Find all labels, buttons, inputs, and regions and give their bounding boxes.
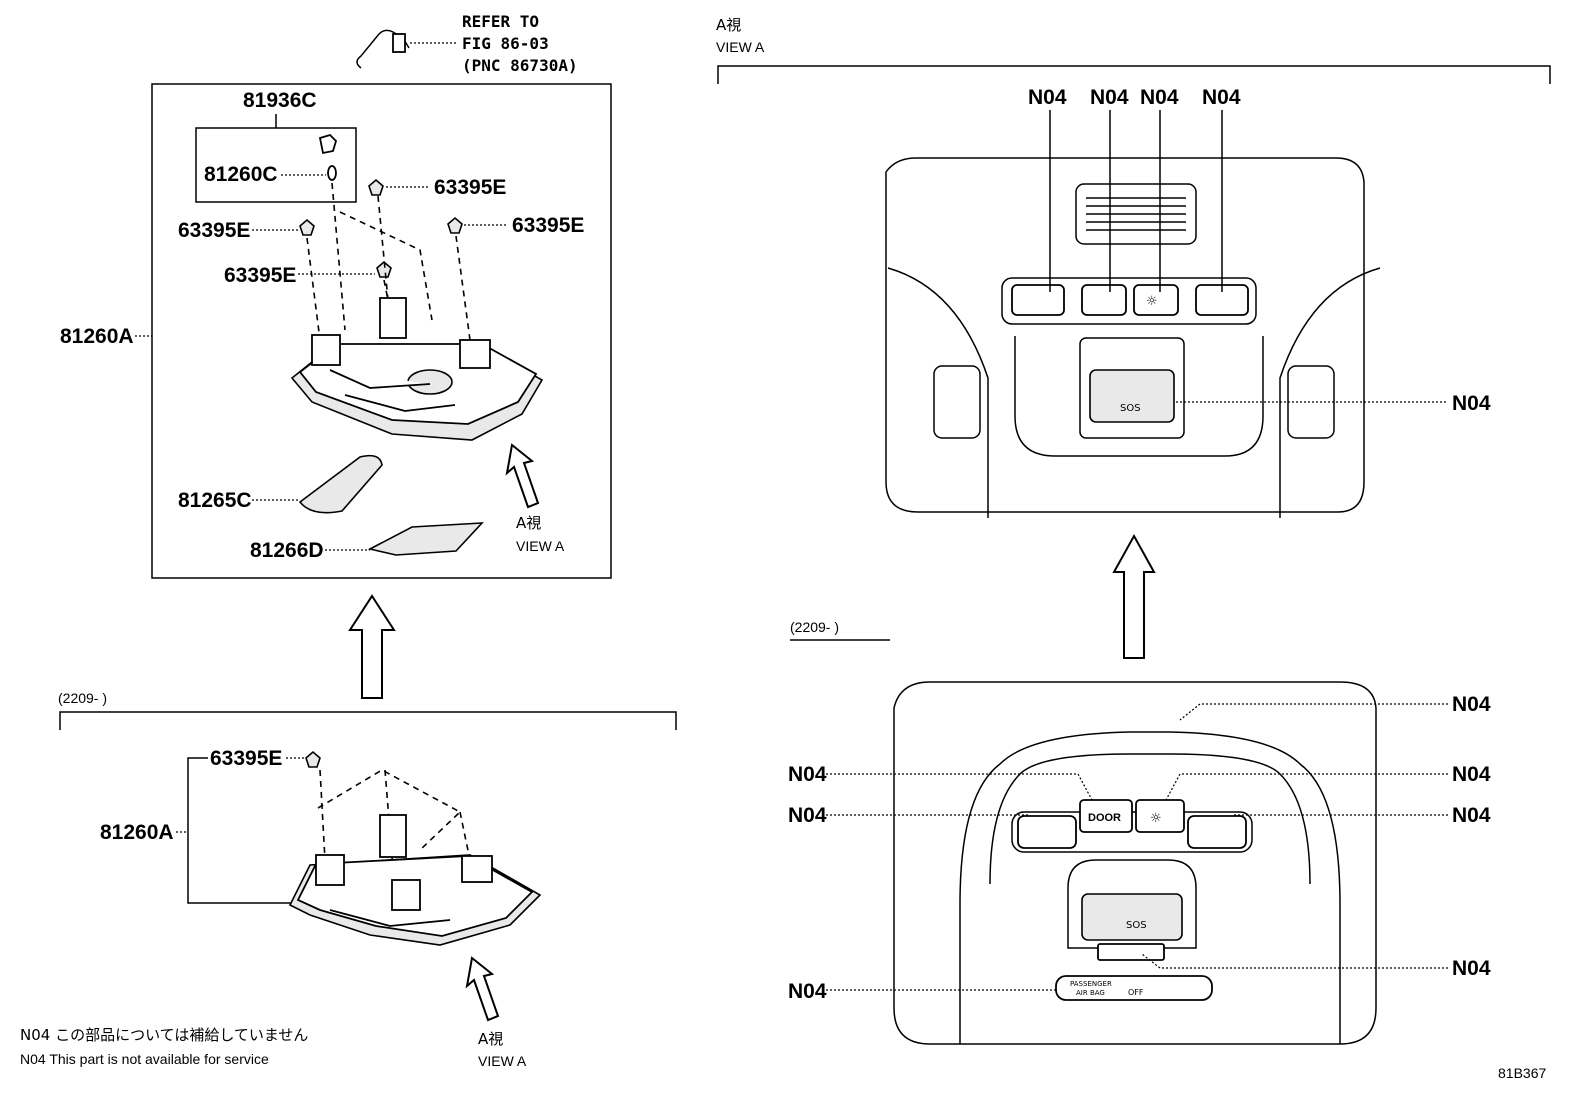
view-a-en-bottom: VIEW A bbox=[478, 1053, 527, 1069]
console-front-view-top: ☼ SOS bbox=[885, 157, 1381, 518]
refer-to-line1: REFER TO bbox=[462, 12, 539, 31]
lens-81265C bbox=[298, 454, 383, 514]
refer-to-callout: REFER TO FIG 86-03 (PNC 86730A) bbox=[356, 12, 578, 75]
room-light-button-top bbox=[1133, 284, 1179, 316]
door-button-top bbox=[1081, 284, 1127, 316]
n04-label-top-1: N04 bbox=[1028, 86, 1067, 109]
view-a-en: VIEW A bbox=[516, 538, 565, 554]
room-light-button-bottom bbox=[1135, 799, 1185, 833]
airbag-line2: AIR BAG bbox=[1076, 989, 1105, 997]
n04-label-top-2: N04 bbox=[1090, 86, 1129, 109]
part-label-63395E-d: 63395E bbox=[224, 264, 296, 287]
map-light-button-right-bottom bbox=[1187, 815, 1247, 849]
airbag-indicator bbox=[1055, 975, 1213, 1001]
airbag-line1: PASSENGER bbox=[1070, 980, 1112, 988]
view-a-jp: A視 bbox=[516, 514, 541, 532]
view-a-jp-bottom: A視 bbox=[478, 1030, 503, 1048]
map-light-button-left bbox=[1011, 284, 1065, 316]
part-label-63395E-e: 63395E bbox=[210, 747, 282, 770]
lens-81266D bbox=[367, 522, 484, 556]
clip-icon bbox=[368, 178, 384, 196]
n04-label-b2: N04 bbox=[788, 763, 827, 786]
exploded-assembly-box: 81936C 81260C 63395E 63395E 63395E 63395… bbox=[60, 83, 612, 579]
part-label-63395E-b: 63395E bbox=[178, 219, 250, 242]
footnote-en: N04 This part is not available for servi… bbox=[20, 1051, 269, 1067]
connector-icon bbox=[392, 33, 406, 53]
door-button-bottom bbox=[1079, 799, 1133, 833]
up-arrow-left bbox=[348, 594, 396, 699]
bottom-left-assembly: (2209- ) 63395E 81260A A視 VIEW A bbox=[58, 690, 677, 1069]
bulb-socket-icon bbox=[318, 133, 338, 155]
part-label-81260A-top: 81260A bbox=[60, 325, 134, 348]
wire-harness-icon bbox=[356, 29, 410, 69]
view-a-header-jp: A視 bbox=[716, 16, 741, 34]
roof-console-housing bbox=[290, 297, 544, 441]
date-range-left: (2209- ) bbox=[58, 690, 107, 706]
bulb-icon bbox=[327, 165, 337, 181]
sun-glyph: ☼ bbox=[1146, 294, 1158, 309]
part-label-81260A-bottom: 81260A bbox=[100, 821, 174, 844]
n04-label-top-4: N04 bbox=[1202, 86, 1241, 109]
sos-label-bottom: SOS bbox=[1126, 920, 1147, 931]
refer-to-line2: FIG 86-03 bbox=[462, 34, 549, 53]
n04-label-b4: N04 bbox=[788, 804, 827, 827]
n04-label-b3: N04 bbox=[1452, 763, 1491, 786]
date-range-right: (2209- ) bbox=[790, 619, 839, 635]
sos-module-top bbox=[1079, 337, 1185, 439]
sos-label-top: SOS bbox=[1120, 403, 1141, 414]
sos-module-bottom bbox=[1067, 859, 1197, 949]
speaker-grille bbox=[1075, 183, 1197, 245]
clip-icon bbox=[447, 216, 463, 234]
map-light-button-left-bottom bbox=[1017, 815, 1077, 849]
n04-label-b1: N04 bbox=[1452, 693, 1491, 716]
sun-glyph-bottom: ☼ bbox=[1150, 811, 1162, 826]
n04-label-sos-top: N04 bbox=[1452, 392, 1491, 415]
n04-label-b7: N04 bbox=[788, 980, 827, 1003]
kit-81936C-box bbox=[195, 127, 357, 203]
sos-button-bottom bbox=[1081, 893, 1183, 941]
part-label-81265C: 81265C bbox=[178, 489, 252, 512]
part-label-81936C: 81936C bbox=[243, 89, 317, 112]
figure-id: 81B367 bbox=[1498, 1065, 1546, 1081]
part-label-81266D: 81266D bbox=[250, 539, 324, 562]
view-a-arrow-bottom bbox=[465, 956, 500, 1022]
part-label-63395E-c: 63395E bbox=[512, 214, 584, 237]
airbag-off: OFF bbox=[1128, 988, 1144, 997]
n04-label-b5: N04 bbox=[1452, 804, 1491, 827]
part-label-63395E-a: 63395E bbox=[434, 176, 506, 199]
view-a-arrow bbox=[505, 443, 540, 509]
clip-icon bbox=[376, 260, 392, 278]
footnote-jp: N04 この部品については補給していません bbox=[20, 1026, 308, 1044]
view-a-section: A視 VIEW A ☼ bbox=[716, 16, 1551, 1045]
up-arrow-right bbox=[1112, 533, 1156, 659]
clip-icon bbox=[299, 218, 315, 236]
part-label-81260C: 81260C bbox=[204, 163, 278, 186]
sos-button-top bbox=[1089, 369, 1175, 423]
refer-to-line3: (PNC 86730A) bbox=[462, 56, 578, 75]
grille-lines bbox=[1086, 197, 1186, 231]
n04-label-b6: N04 bbox=[1452, 957, 1491, 980]
door-label: DOOR bbox=[1088, 812, 1121, 824]
roof-console-housing-bottom bbox=[288, 814, 542, 946]
clip-icon bbox=[305, 750, 321, 768]
console-front-view-bottom: DOOR ☼ SOS PASSENGER AIR BAG OFF bbox=[893, 681, 1377, 1045]
n04-label-top-3: N04 bbox=[1140, 86, 1179, 109]
view-a-header-en: VIEW A bbox=[716, 39, 765, 55]
